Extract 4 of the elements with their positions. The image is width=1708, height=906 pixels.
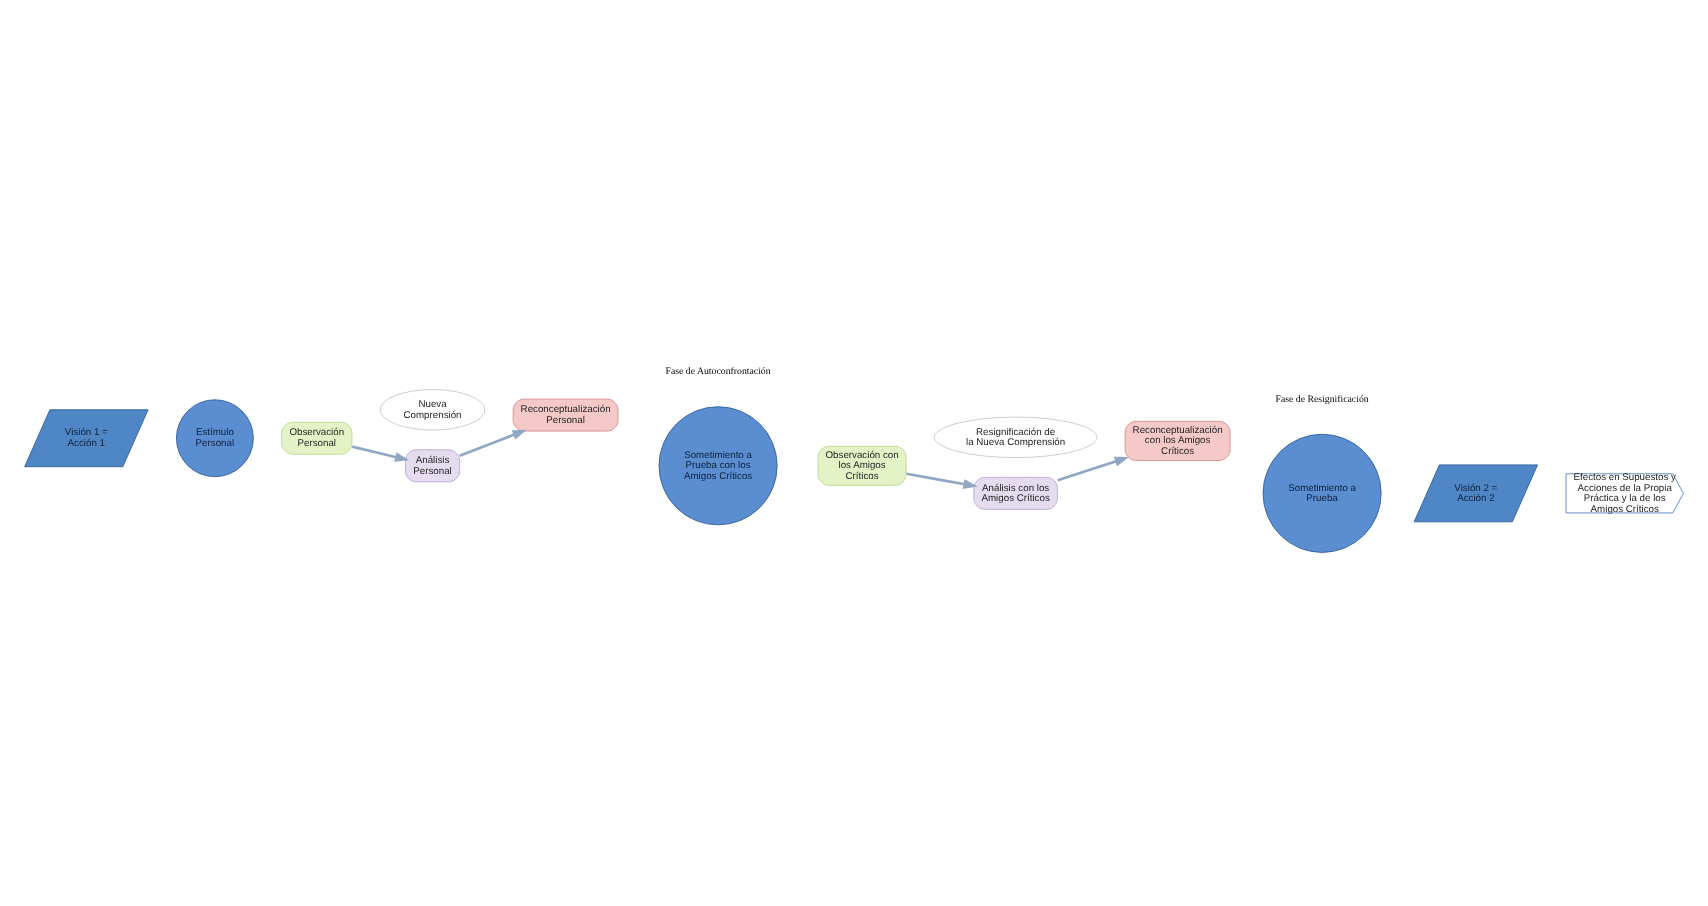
- arrow: [459, 428, 527, 456]
- arrow: [1057, 455, 1129, 481]
- arrow: [351, 444, 410, 461]
- arrow: [906, 471, 978, 488]
